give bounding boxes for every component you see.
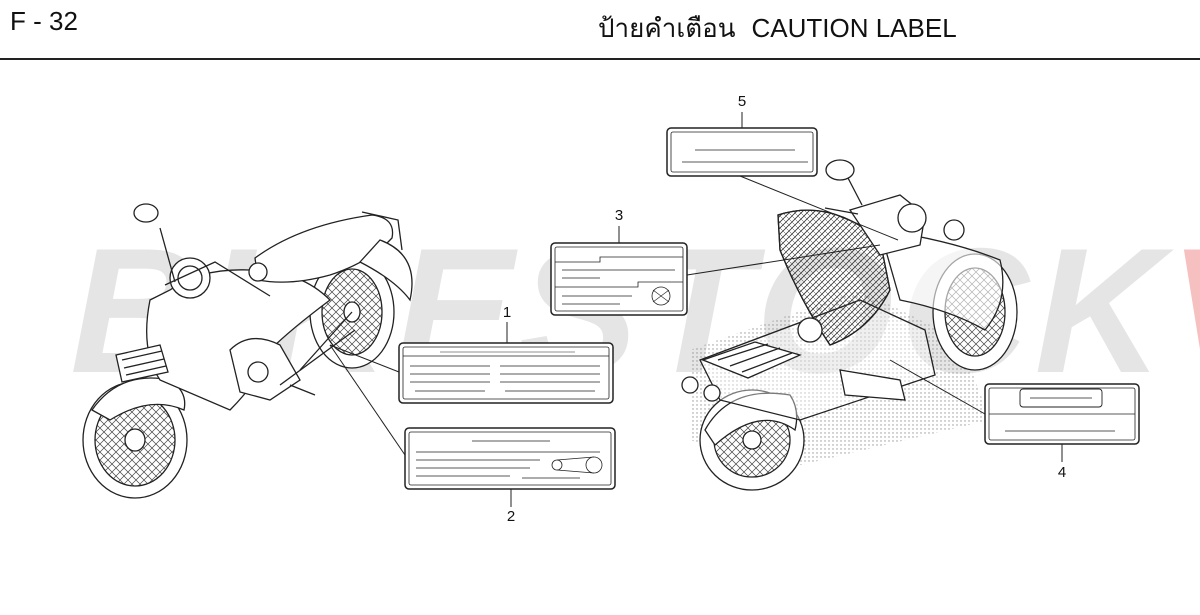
callout-5: 5: [737, 93, 747, 110]
motorcycle-left-illustration: [82, 203, 413, 499]
page-title-thai: ป้ายคำเตือน: [598, 14, 736, 44]
header-divider: [0, 58, 1200, 60]
page-code: F - 32: [10, 6, 78, 36]
page-title-english: CAUTION LABEL: [751, 13, 957, 43]
label-panel-5: [666, 127, 818, 177]
callout-1: 1: [502, 304, 512, 321]
callout-3: 3: [614, 207, 624, 224]
label-panel-2: [404, 427, 616, 490]
callout-4: 4: [1057, 464, 1067, 481]
page-title: ป้ายคำเตือน CAUTION LABEL: [598, 8, 957, 49]
motorcycle-right-illustration: [681, 159, 1018, 491]
watermark-accent-text: VN: [1169, 211, 1200, 410]
callout-2: 2: [506, 508, 516, 525]
label-panel-1: [398, 342, 614, 404]
label-panel-3: [550, 242, 688, 316]
leader-lines: [329, 112, 1063, 507]
label-panel-4: [984, 383, 1140, 445]
